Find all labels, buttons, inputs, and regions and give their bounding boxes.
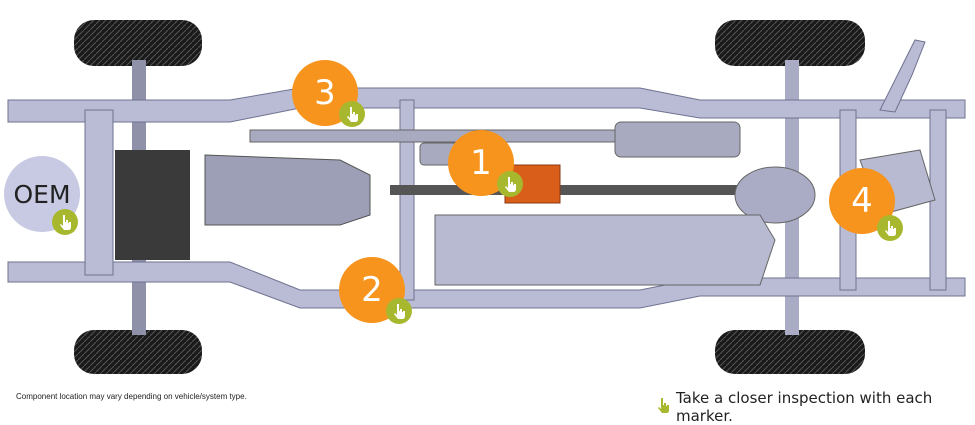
location-disclaimer: Component location may vary depending on… — [16, 392, 247, 401]
oem-label: OEM — [13, 179, 71, 209]
tire-front-left — [74, 20, 202, 66]
hand-pointer-icon[interactable] — [386, 298, 412, 324]
hand-pointer-icon[interactable] — [497, 171, 523, 197]
tire-rear-right — [715, 330, 865, 374]
marker-2-label: 2 — [361, 270, 383, 310]
inspection-hint-text: Take a closer inspection with each marke… — [676, 389, 933, 425]
hand-pointer-icon[interactable] — [52, 209, 78, 235]
hand-pointer-icon[interactable] — [877, 215, 903, 241]
hand-pointer-icon — [656, 396, 670, 418]
hand-pointer-icon[interactable] — [339, 101, 365, 127]
tire-rear-left — [715, 20, 865, 66]
marker-1-label: 1 — [470, 143, 492, 183]
marker-4-label: 4 — [851, 181, 873, 221]
marker-3-label: 3 — [314, 73, 336, 113]
inspection-hint: Take a closer inspection with each marke… — [656, 389, 975, 425]
tire-front-right — [74, 330, 202, 374]
